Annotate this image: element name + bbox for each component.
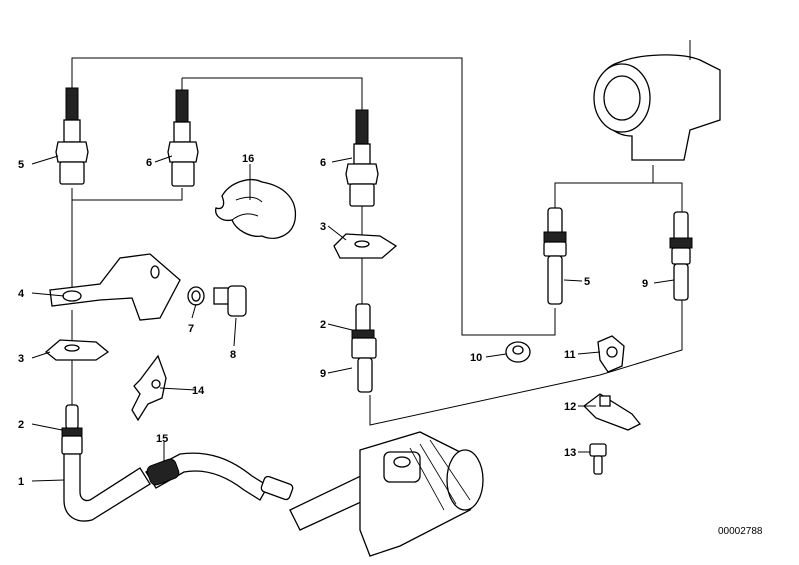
callout-6-right: 6: [320, 157, 326, 169]
sensor-plug-5-right: [543, 207, 567, 305]
bracket-part-4: [49, 253, 181, 321]
sleeve-part-9-center: [351, 337, 377, 393]
manifold-pipe: [593, 40, 721, 161]
callout-5-left: 5: [18, 159, 24, 171]
callout-13: 13: [564, 447, 576, 459]
callout-7: 7: [188, 323, 194, 335]
callout-6-middle: 6: [146, 157, 152, 169]
callout-9-center: 9: [320, 368, 326, 380]
sleeve-part-2-center: [351, 303, 375, 339]
callout-12: 12: [564, 401, 576, 413]
clip-part-16: [215, 179, 297, 239]
callout-15: 15: [156, 433, 168, 445]
callout-2-left: 2: [18, 419, 24, 431]
clip-part-3-right: [333, 233, 398, 259]
callout-2-center: 2: [320, 319, 326, 331]
callout-4: 4: [18, 288, 25, 300]
screw-part-13: [589, 443, 607, 475]
bracket-part-14: [131, 354, 167, 422]
pipe-part-1: [63, 453, 151, 522]
callout-11: 11: [564, 349, 576, 361]
bolt-part-8: [213, 285, 247, 317]
callout-3-right: 3: [320, 221, 326, 233]
callout-9-right: 9: [642, 278, 648, 290]
clip-part-3-left: [44, 339, 110, 361]
clamp-part-11: [597, 335, 625, 373]
callout-14: 14: [192, 385, 205, 397]
sensor-plug-6-middle: [167, 89, 199, 187]
leader-lines: [31, 155, 675, 482]
nut-part-10: [505, 341, 531, 363]
callout-16: 16: [242, 153, 254, 165]
callout-1: 1: [18, 476, 24, 488]
callout-5-right: 5: [584, 276, 590, 288]
sensor-plug-9-right: [669, 211, 693, 301]
reference-number: 00002788: [718, 526, 763, 537]
sleeve-part-2-left: [61, 404, 83, 455]
callout-3-left: 3: [18, 353, 24, 365]
exhaust-pipe: [289, 431, 484, 557]
callout-10: 10: [470, 352, 482, 364]
callout-labels: 5 6 6 16 4 3 3 2 9 7 8 14 2 1 15 5 9 10 …: [18, 153, 648, 488]
sensor-plug-5-left: [55, 87, 89, 185]
sensor-plug-6-right: [345, 109, 379, 207]
hose-part-15: [145, 452, 294, 501]
callout-8: 8: [230, 349, 236, 361]
bracket-part-12: [583, 393, 642, 431]
washer-part-7: [187, 286, 205, 306]
routing-lines: [71, 57, 683, 426]
